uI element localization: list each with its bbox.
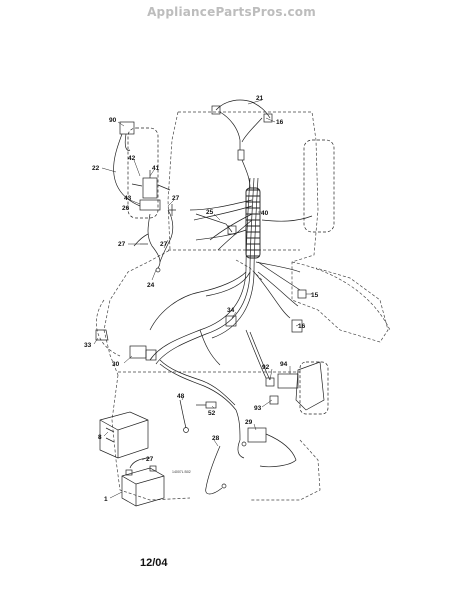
battery-1: [121, 465, 165, 507]
callout-leaders: [93, 99, 312, 499]
callout-27-a: 26: [122, 205, 130, 212]
callout-92: 92: [262, 364, 270, 371]
callout-41: 41: [152, 165, 160, 172]
callout-34: 34: [227, 307, 235, 314]
callout-24: 22: [92, 165, 100, 172]
callout-30: 30: [112, 361, 120, 368]
diagram-reference-code: 14007L B02: [172, 470, 191, 474]
seat-switch-assembly: [265, 361, 325, 411]
callout-43: 43: [124, 195, 132, 202]
rear-wheel-left: [127, 127, 159, 219]
clip-27: [168, 204, 176, 216]
front-wheel-right: [299, 361, 329, 415]
headlight-harness-22: [211, 99, 273, 189]
callout-28: 28: [212, 435, 220, 442]
connector-26: [195, 213, 237, 235]
ignition-module-90: [113, 121, 141, 207]
battery-cable-27: [129, 457, 151, 469]
connector-block-30: [129, 345, 157, 361]
callout-42: 42: [128, 155, 136, 162]
callout-27-e: 27: [146, 456, 154, 463]
battery-box-8: [99, 411, 149, 459]
callout-25: 24: [147, 282, 155, 289]
coiled-harness-40: [245, 187, 261, 259]
callout-8: 8: [98, 434, 102, 441]
callout-27-d: 27: [160, 241, 168, 248]
callout-27-b: 27: [172, 195, 180, 202]
main-wire-harness: [149, 177, 313, 441]
ignition-switch: [131, 170, 171, 211]
callout-52: 52: [208, 410, 216, 417]
callout-48: 48: [177, 393, 185, 400]
callout-94: 94: [280, 361, 288, 368]
tractor-frame-outline: [103, 111, 389, 501]
ground-wire-25: [133, 209, 174, 273]
callout-15: 15: [311, 292, 319, 299]
battery-cable-28: [205, 445, 227, 495]
watermark-text: AppliancePartsPros.com: [147, 5, 316, 19]
rear-wheel-right: [303, 139, 335, 233]
callout-26: 25: [206, 209, 214, 216]
callout-16: 16: [298, 323, 306, 330]
connector-15: [297, 289, 307, 299]
fuse-52: [196, 401, 217, 409]
solenoid-29: [237, 427, 297, 468]
callout-21: 16: [276, 119, 284, 126]
clip-33: [95, 329, 109, 341]
callout-27-c: 27: [118, 241, 126, 248]
callout-33: 33: [84, 342, 92, 349]
switch-16: [291, 319, 303, 333]
relay-34: [225, 315, 237, 327]
wire-48: [179, 399, 189, 433]
callout-93: 93: [254, 405, 262, 412]
callout-40: 40: [261, 210, 269, 217]
callout-1: 1: [104, 496, 108, 503]
callout-22: 21: [256, 95, 264, 102]
callout-29: 29: [245, 419, 253, 426]
date-code: 12/04: [140, 557, 168, 569]
callout-90: 90: [109, 117, 117, 124]
